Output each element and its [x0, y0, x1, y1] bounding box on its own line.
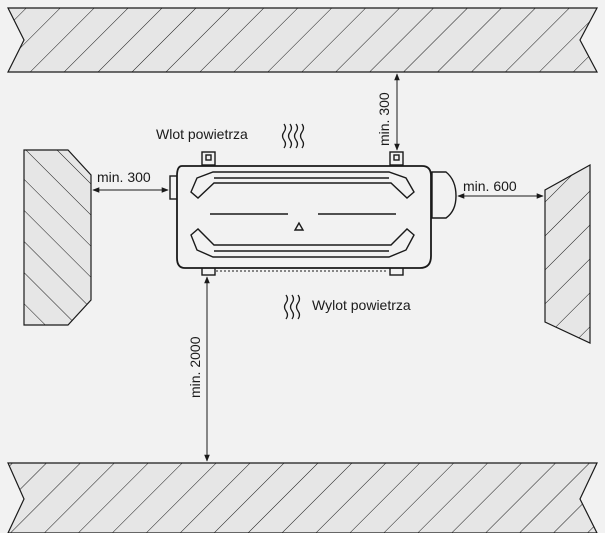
bottom-wall	[7, 462, 598, 533]
right-wall	[544, 163, 591, 344]
air-outlet-label: Wylot powietrza	[312, 297, 411, 313]
left-wall	[23, 149, 92, 326]
top-clearance-label: min. 300	[376, 92, 392, 146]
bottom-clearance-label: min. 2000	[187, 336, 203, 398]
air-inlet-icon	[281, 123, 305, 149]
air-inlet-label: Wlot powietrza	[156, 126, 248, 142]
top-wall	[7, 7, 598, 73]
right-clearance-label: min. 600	[463, 178, 517, 194]
air-outlet-icon	[283, 294, 301, 320]
air-conditioner-unit	[169, 151, 457, 276]
left-clearance-label: min. 300	[97, 169, 151, 185]
